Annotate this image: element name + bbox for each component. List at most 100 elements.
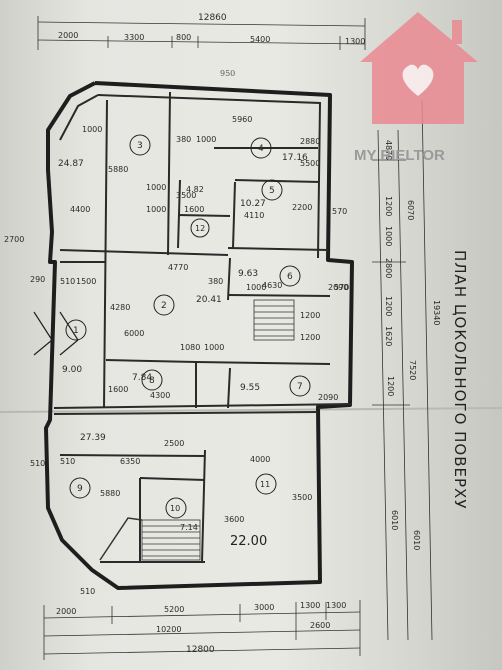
room-10-number: 10 — [170, 504, 180, 513]
svg-text:510: 510 — [60, 457, 75, 466]
entrance-door — [33, 311, 79, 356]
watermark-text: MY RIELTOR — [354, 147, 445, 164]
svg-text:2500: 2500 — [164, 439, 184, 448]
svg-text:510: 510 — [80, 587, 95, 596]
building-walls — [44, 81, 354, 590]
dim-top-seg-2: 3300 — [124, 33, 144, 42]
room-9-area: 27.39 — [80, 433, 106, 443]
room-7-area: 9.55 — [240, 383, 260, 393]
svg-text:4770: 4770 — [168, 263, 188, 272]
svg-text:1000: 1000 — [82, 125, 102, 134]
inner-dimensions: 5880 4400 1000 5960 380 1000 2880 5500 1… — [60, 115, 349, 524]
watermark-logo — [360, 12, 478, 124]
dim-right-a2: 7520 — [408, 360, 417, 380]
dim-bottom-1: 2000 — [56, 607, 76, 616]
building-walls-inner — [53, 91, 353, 563]
svg-text:2090: 2090 — [318, 393, 338, 402]
room-10-area: 7.14 — [180, 523, 198, 532]
room-11-number: 11 — [260, 480, 270, 489]
svg-text:1000: 1000 — [146, 183, 166, 192]
svg-text:290: 290 — [30, 275, 45, 284]
svg-text:1080: 1080 — [180, 343, 200, 352]
dim-bottom-7: 2600 — [310, 621, 330, 630]
room-6-area: 9.63 — [238, 269, 258, 279]
svg-text:1200: 1200 — [386, 376, 395, 396]
dim-right-a1: 6070 — [406, 200, 415, 220]
bottom-dimension-chain — [43, 600, 361, 660]
svg-text:2200: 2200 — [292, 203, 312, 212]
svg-text:1000: 1000 — [246, 283, 266, 292]
dim-bottom-2: 5200 — [164, 605, 184, 614]
staircase-upper — [253, 299, 295, 341]
svg-text:1600: 1600 — [184, 205, 204, 214]
dim-top-seg-4: 5400 — [250, 35, 270, 44]
top-dimension-chain — [37, 16, 366, 50]
svg-text:5880: 5880 — [100, 489, 120, 498]
room-5-number: 5 — [269, 186, 275, 196]
svg-text:6000: 6000 — [124, 329, 144, 338]
svg-text:5500: 5500 — [300, 159, 320, 168]
room-1-number: 1 — [73, 326, 79, 336]
svg-text:1200: 1200 — [300, 311, 320, 320]
svg-text:1000: 1000 — [146, 205, 166, 214]
room-7-number: 7 — [297, 382, 303, 392]
dim-top-seg-3: 800 — [176, 33, 191, 42]
dim-right-a3: 6010 — [412, 530, 421, 550]
room-3-number: 3 — [137, 141, 143, 151]
pencil-note-top: 950 — [220, 69, 235, 78]
svg-text:1620: 1620 — [384, 326, 393, 346]
room-12-area: 4.82 — [186, 185, 204, 194]
svg-text:570: 570 — [332, 207, 347, 216]
svg-text:5880: 5880 — [108, 165, 128, 174]
svg-text:4300: 4300 — [150, 391, 170, 400]
room-2-area: 20.41 — [196, 295, 222, 305]
svg-text:5960: 5960 — [232, 115, 252, 124]
svg-text:1000: 1000 — [384, 226, 393, 246]
staircase-lower — [99, 517, 201, 561]
room-11-area: 22.00 — [230, 534, 267, 549]
svg-text:2880: 2880 — [300, 137, 320, 146]
svg-text:4630: 4630 — [262, 281, 282, 290]
room-1-area: 9.00 — [62, 365, 82, 375]
svg-text:1200: 1200 — [384, 296, 393, 316]
svg-text:510: 510 — [60, 277, 75, 286]
room-4-area: 17.16 — [282, 153, 308, 163]
room-4-number: 4 — [258, 144, 264, 154]
svg-text:2800: 2800 — [384, 258, 393, 278]
dim-top-total: 12860 — [198, 13, 227, 23]
heart-icon — [402, 64, 434, 96]
room-9-number: 9 — [77, 484, 83, 494]
svg-text:4110: 4110 — [244, 211, 264, 220]
plan-title: ПЛАН ЦОКОЛЬНОГО ПОВЕРХУ — [451, 250, 469, 509]
svg-text:3500: 3500 — [292, 493, 312, 502]
dim-bottom-6: 10200 — [156, 625, 181, 634]
svg-text:2700: 2700 — [4, 235, 24, 244]
room-3-area: 24.87 — [58, 159, 84, 169]
room-2-number: 2 — [161, 301, 167, 311]
room-8-area: 7.84 — [132, 373, 152, 383]
svg-text:1000: 1000 — [204, 343, 224, 352]
svg-text:3500: 3500 — [176, 191, 196, 200]
svg-text:4280: 4280 — [110, 303, 130, 312]
paper-fold — [0, 407, 502, 413]
dim-bottom-5: 1300 — [326, 601, 346, 610]
dim-bottom-4: 1300 — [300, 601, 320, 610]
svg-text:4400: 4400 — [70, 205, 90, 214]
svg-text:6350: 6350 — [120, 457, 140, 466]
svg-text:1200: 1200 — [384, 196, 393, 216]
svg-text:380: 380 — [208, 277, 223, 286]
svg-text:1200: 1200 — [300, 333, 320, 342]
svg-text:1600: 1600 — [108, 385, 128, 394]
room-12-number: 12 — [195, 224, 205, 233]
svg-text:4000: 4000 — [250, 455, 270, 464]
svg-text:570: 570 — [334, 283, 349, 292]
dim-bottom-3: 3000 — [254, 603, 274, 612]
room-8-number: 8 — [149, 376, 155, 386]
room-5-area: 10.27 — [240, 199, 266, 209]
left-dimensions: 2700 290 510 510 — [4, 235, 95, 596]
svg-text:4870: 4870 — [384, 140, 393, 160]
svg-text:380: 380 — [176, 135, 191, 144]
room-markers — [65, 134, 311, 519]
room-6-number: 6 — [287, 272, 293, 282]
